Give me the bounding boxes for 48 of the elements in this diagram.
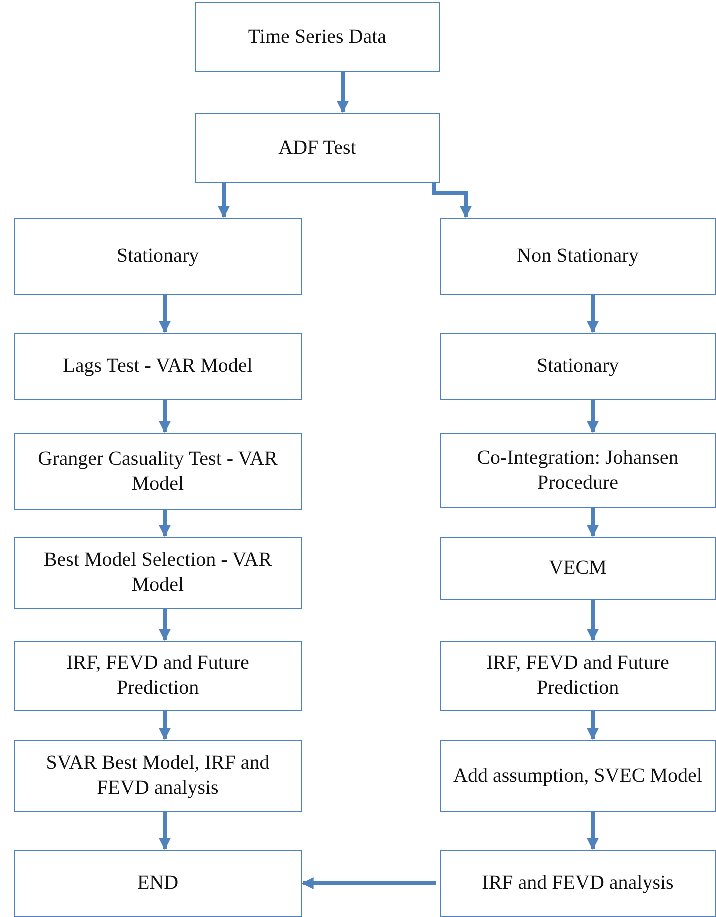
arrow bbox=[218, 183, 230, 218]
process-box bbox=[14, 850, 302, 917]
process-box bbox=[14, 218, 302, 295]
process-box bbox=[440, 740, 716, 812]
arrow bbox=[159, 295, 171, 334]
process-box bbox=[14, 433, 302, 510]
box-label: Granger Casuality Test - VAR Model bbox=[37, 446, 279, 496]
box-label: Stationary bbox=[116, 244, 200, 269]
arrow bbox=[587, 600, 599, 642]
arrow bbox=[587, 711, 599, 740]
box-label: Stationary bbox=[536, 354, 620, 379]
box-label: VECM bbox=[549, 556, 607, 581]
process-box bbox=[195, 113, 440, 183]
box-label: ADF Test bbox=[278, 136, 356, 160]
process-box bbox=[440, 641, 716, 711]
process-box bbox=[440, 850, 716, 917]
box-label: IRF, FEVD and Future Prediction bbox=[486, 651, 670, 701]
process-box bbox=[14, 333, 302, 400]
arrow bbox=[159, 711, 171, 740]
arrow bbox=[159, 609, 171, 642]
box-label: Add assumption, SVEC Model bbox=[454, 764, 702, 788]
arrow bbox=[159, 510, 171, 538]
box-label: Best Model Selection - VAR Model bbox=[42, 548, 274, 598]
arrow bbox=[159, 812, 171, 850]
box-label: END bbox=[137, 871, 179, 896]
process-box bbox=[14, 641, 302, 711]
process-box bbox=[195, 2, 440, 72]
arrow bbox=[302, 878, 436, 890]
arrow bbox=[159, 400, 171, 434]
arrow bbox=[587, 812, 599, 850]
box-label: SVAR Best Model, IRF and FEVD analysis bbox=[45, 751, 271, 801]
arrow bbox=[432, 183, 472, 218]
box-label: Time Series Data bbox=[248, 24, 387, 50]
arrow bbox=[587, 508, 599, 538]
process-box bbox=[440, 333, 716, 400]
arrow bbox=[587, 400, 599, 434]
box-label: Lags Test - VAR Model bbox=[63, 354, 253, 379]
arrow bbox=[587, 295, 599, 334]
box-label: Co-Integration: Johansen Procedure bbox=[476, 446, 680, 496]
process-box bbox=[440, 218, 716, 295]
box-label: Non Stationary bbox=[517, 244, 639, 269]
box-label: IRF, FEVD and Future Prediction bbox=[66, 651, 250, 701]
process-box bbox=[440, 537, 716, 600]
process-box bbox=[440, 433, 716, 508]
box-label: IRF and FEVD analysis bbox=[482, 871, 674, 896]
arrow bbox=[337, 72, 349, 114]
process-box bbox=[14, 537, 302, 609]
process-box bbox=[14, 740, 302, 812]
